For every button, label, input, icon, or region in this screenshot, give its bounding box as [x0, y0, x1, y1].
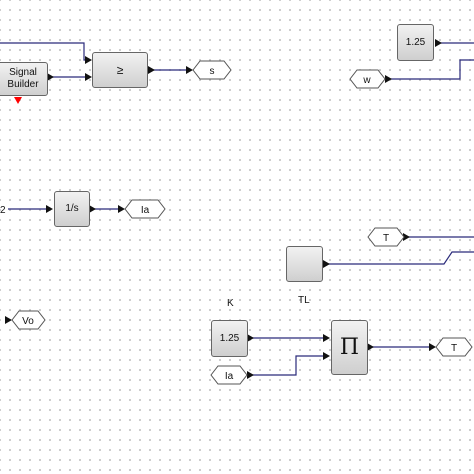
product-block[interactable]: Π — [331, 320, 368, 375]
constant-top-value: 1.25 — [405, 36, 426, 48]
tag-s[interactable]: s — [192, 60, 232, 80]
wires — [0, 42, 474, 376]
tag-t-goto[interactable]: T — [435, 337, 473, 357]
svg-text:s: s — [210, 66, 215, 77]
constant-block-k[interactable]: 1.25 — [211, 320, 248, 357]
tag-vo[interactable]: Vo — [11, 310, 46, 330]
port-signal-builder-out — [47, 73, 54, 81]
port-w-out — [385, 75, 392, 83]
signal-builder-label: Signal Builder — [7, 67, 39, 90]
svg-text:w: w — [362, 75, 371, 86]
product-symbol: Π — [339, 334, 360, 360]
port-integrator-out — [89, 205, 96, 213]
integrator-block[interactable]: 1/s — [54, 191, 90, 227]
svg-text:T: T — [451, 343, 457, 354]
port-ia-tag-in — [118, 205, 125, 213]
step-block-tl[interactable] — [286, 246, 323, 282]
wire-top-to-compare[interactable] — [0, 42, 90, 61]
port-ia-tag-out — [247, 371, 254, 379]
signal-builder-event-port — [14, 97, 22, 104]
compare-block[interactable]: ≥ — [92, 52, 148, 88]
tag-t-from[interactable]: T — [367, 227, 405, 247]
port-product-out — [367, 343, 374, 351]
tag-ia-from[interactable]: Ia — [210, 365, 248, 385]
port-t-tag-out — [403, 233, 410, 241]
signal-builder-block[interactable]: Signal Builder — [0, 62, 48, 96]
integrator-label: 1/s — [65, 203, 79, 214]
port-constant-k-out — [247, 334, 254, 342]
compare-symbol: ≥ — [116, 63, 124, 77]
svg-text:Ia: Ia — [225, 371, 234, 382]
wire-ia-to-product[interactable] — [250, 355, 326, 376]
svg-text:Vo: Vo — [22, 316, 34, 327]
port-tl-out — [323, 260, 330, 268]
constant-k-value: 1.25 — [219, 332, 240, 344]
port-constant-top-out — [435, 39, 442, 47]
port-integrator-in — [46, 205, 53, 213]
tag-w[interactable]: w — [349, 69, 386, 89]
tag-ia-goto[interactable]: Ia — [124, 199, 166, 219]
ports — [5, 39, 442, 379]
tl-label: TL — [298, 295, 310, 306]
port-vo-tag-in — [5, 316, 12, 324]
k-label: K — [227, 298, 234, 309]
port-compare-in1 — [85, 56, 92, 64]
svg-text:T: T — [383, 233, 389, 244]
port-product-in2 — [323, 352, 330, 360]
port-s-in — [186, 66, 193, 74]
port-t-out-tag-in — [429, 343, 436, 351]
svg-text:Ia: Ia — [141, 205, 150, 216]
port-compare-out — [148, 66, 155, 74]
port-product-in1 — [323, 334, 330, 342]
inport-fragment-label: 2 — [0, 205, 6, 216]
constant-block-top[interactable]: 1.25 — [397, 24, 434, 61]
wire-w-to-right[interactable] — [388, 59, 474, 80]
wire-tl-to-right[interactable] — [326, 251, 474, 265]
port-compare-in2 — [85, 73, 92, 81]
